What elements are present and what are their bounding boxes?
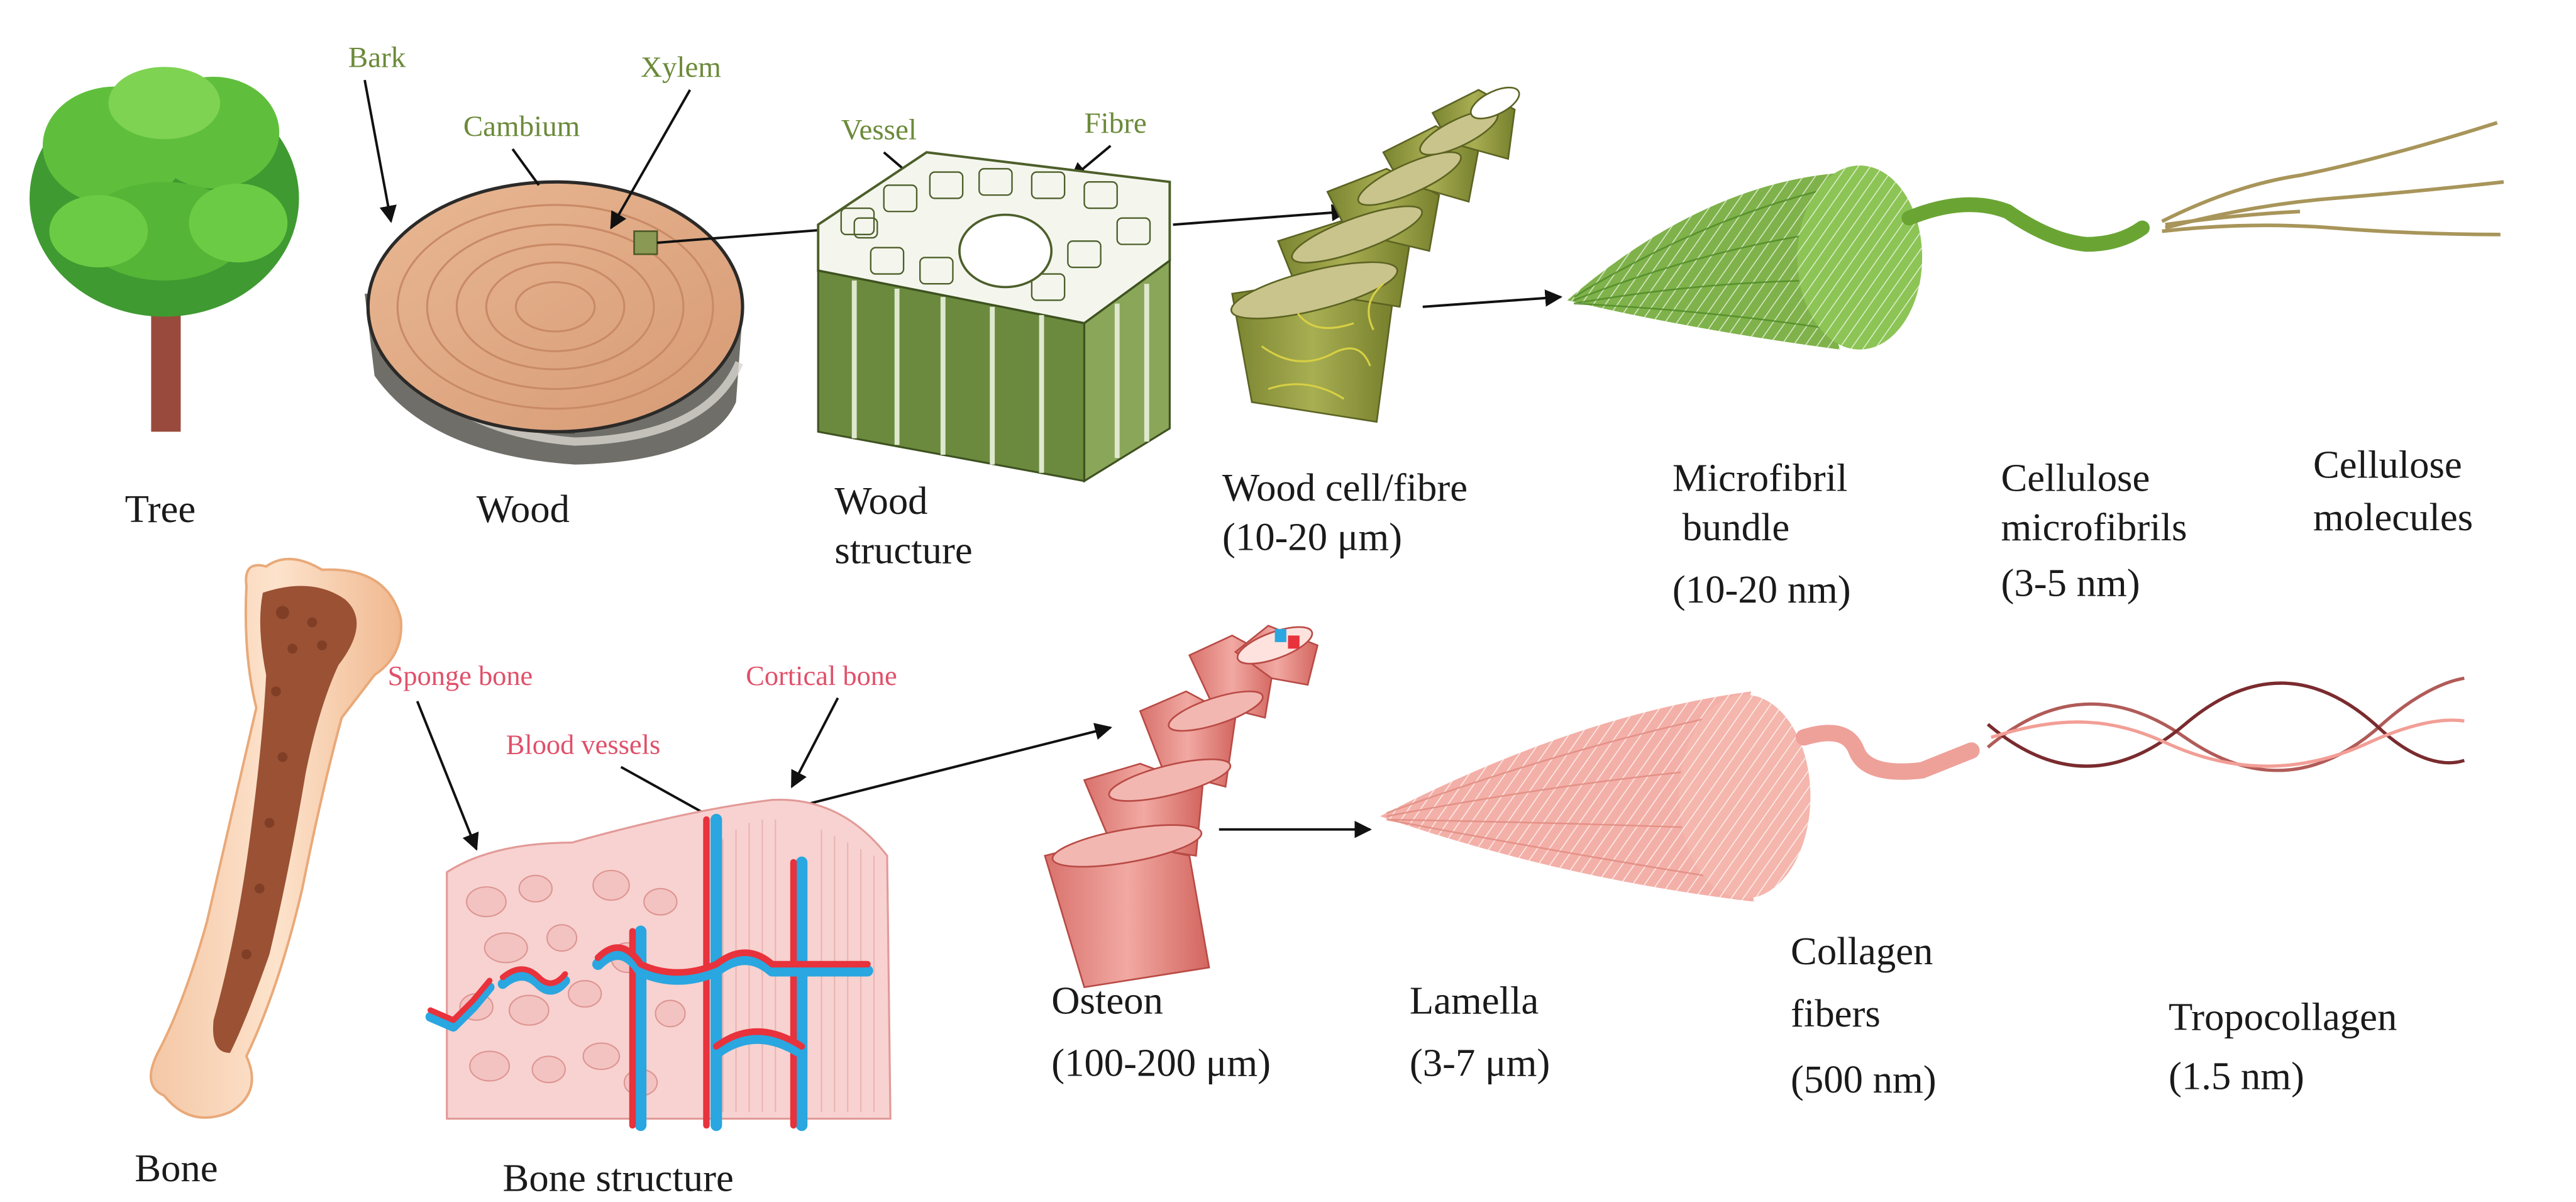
cell-label-1: Wood cell/fibre (1222, 465, 1468, 509)
fibre-cylinder-icon (1230, 86, 1520, 423)
bark-tag: Bark (348, 41, 406, 74)
cellulose-microfibrils-label-1: Cellulose (2001, 455, 2150, 499)
microfibril-label-2: bundle (1683, 505, 1790, 549)
cellulose-microfibrils-label-2: microfibrils (2001, 505, 2187, 549)
cortical-bone-tag: Cortical bone (746, 660, 897, 691)
blood-vessels-tag: Blood vessels (506, 728, 660, 760)
collagen-label-3: (500 nm) (1791, 1057, 1937, 1101)
femur-icon (150, 557, 403, 1119)
osteon-label-1: Osteon (1051, 978, 1163, 1022)
lamella-label-2: (3-7 μm) (1410, 1041, 1550, 1085)
bone-block-icon (425, 798, 892, 1132)
tree-icon (30, 67, 299, 432)
cellulose-molecules-label-1: Cellulose (2313, 443, 2462, 487)
bone-label: Bone (135, 1146, 218, 1190)
cambium-tag: Cambium (463, 110, 580, 143)
cellulose-microfibrils-label-3: (3-5 nm) (2001, 561, 2140, 605)
wood-label: Wood (477, 487, 570, 531)
osteon-cylinder-icon (1044, 625, 1319, 988)
cellulose-molecules-label-2: molecules (2313, 495, 2473, 539)
lamella-bundle-icon (1379, 691, 1980, 902)
molecule-strands-icon (2161, 121, 2504, 237)
fibre-tag: Fibre (1085, 107, 1147, 140)
cell-label-2: (10-20 μm) (1222, 515, 1402, 559)
tropocollagen-label-1: Tropocollagen (2169, 994, 2397, 1038)
microfibril-bundle-icon (1567, 165, 2150, 350)
lamella-label-1: Lamella (1410, 978, 1539, 1022)
microfibril-label-3: (10-20 nm) (1672, 567, 1851, 611)
collagen-label-2: fibers (1791, 991, 1881, 1035)
sponge-bone-tag: Sponge bone (388, 660, 533, 691)
wood-structure-label-2: structure (834, 528, 972, 572)
collagen-label-1: Collagen (1791, 929, 1933, 973)
osteon-label-2: (100-200 μm) (1051, 1041, 1271, 1085)
triple-helix-icon (1986, 676, 2465, 772)
vessel-tag: Vessel (841, 113, 917, 146)
microfibril-label-1: Microfibril (1672, 455, 1848, 499)
wood-structure-label-1: Wood (834, 479, 927, 523)
bone-structure-label: Bone structure (503, 1156, 734, 1200)
xylem-tag: Xylem (641, 51, 721, 84)
tropocollagen-label-2: (1.5 nm) (2169, 1054, 2304, 1098)
tree-label: Tree (125, 487, 196, 531)
wood-block-icon (817, 151, 1171, 483)
log-slice-icon (365, 180, 744, 465)
